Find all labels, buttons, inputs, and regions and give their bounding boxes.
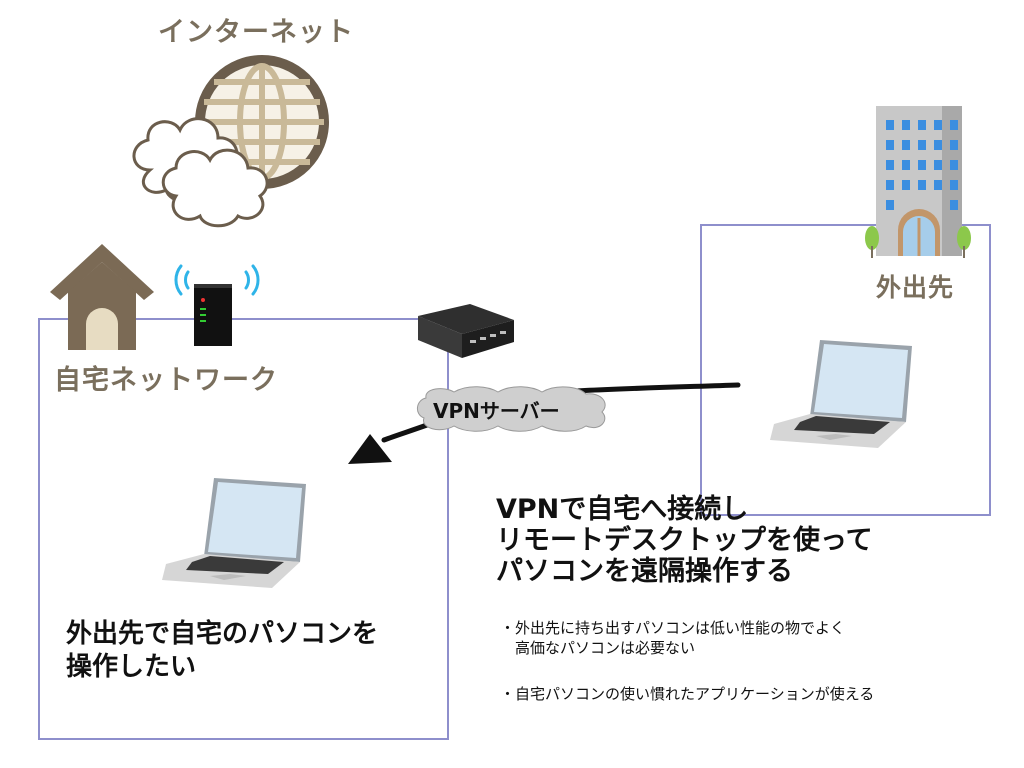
vpn-server-icon xyxy=(418,304,514,358)
wifi-icon xyxy=(174,264,260,296)
benefit-item: ・外出先に持ち出すパソコンは低い性能の物でよく 高価なパソコンは必要ない xyxy=(500,619,846,657)
internet-label: インターネット xyxy=(158,17,354,48)
internet-globe-icon xyxy=(132,55,329,228)
cloud-icon xyxy=(132,117,269,228)
home-caption: 外出先で自宅のパソコンを 操作したい xyxy=(66,619,379,682)
away-label: 外出先 xyxy=(876,273,955,302)
main-description: VPNで自宅へ接続し リモートデスクトップを使って パソコンを遠隔操作する xyxy=(496,494,873,587)
router-icon xyxy=(174,264,260,346)
away-laptop-icon xyxy=(770,340,912,448)
away-network-frame xyxy=(700,224,991,516)
benefit-item: ・自宅パソコンの使い慣れたアプリケーションが使える xyxy=(500,685,875,703)
vpn-server-label: VPNサーバー xyxy=(433,399,560,423)
house-icon xyxy=(50,244,154,350)
home-network-frame xyxy=(38,318,449,740)
home-laptop-icon xyxy=(162,478,306,588)
home-network-label: 自宅ネットワーク xyxy=(54,365,278,396)
benefits-list: ・外出先に持ち出すパソコンは低い性能の物でよく 高価なパソコンは必要ない ・自宅… xyxy=(500,618,874,704)
vpn-label-bubble xyxy=(417,386,606,432)
office-building-icon xyxy=(865,106,971,258)
arrowhead-icon xyxy=(348,434,392,464)
